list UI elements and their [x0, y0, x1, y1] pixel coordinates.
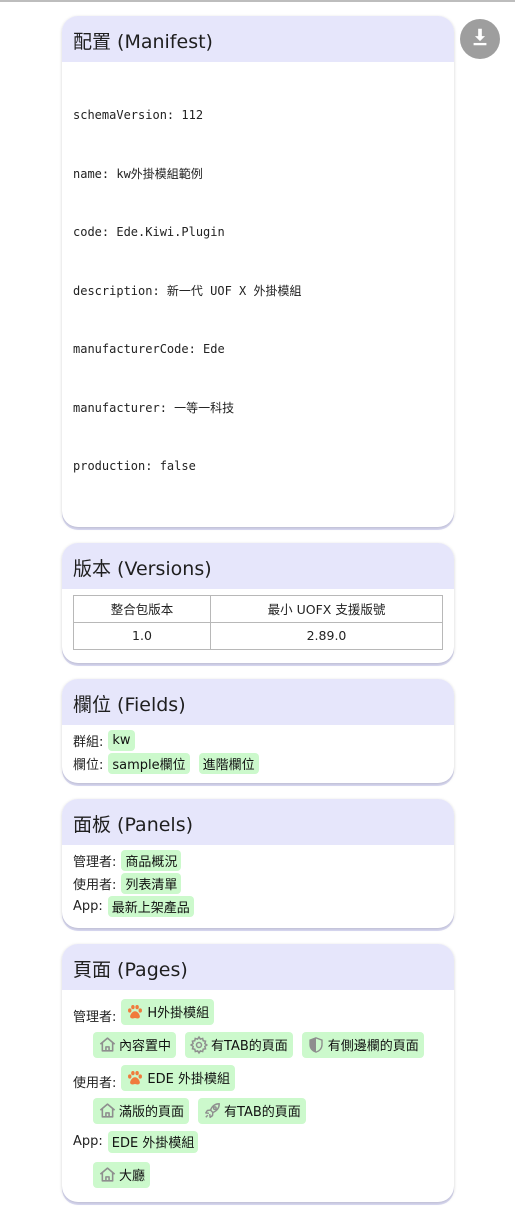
- field-chip[interactable]: 進階欄位: [198, 752, 259, 774]
- page-root-label: EDE 外掛模組: [111, 1136, 195, 1151]
- fields-card: 欄位 (Fields) 群組: kw 欄位: sample欄位 進階欄位: [62, 678, 454, 783]
- panel-chip[interactable]: 最新上架產品: [107, 895, 194, 917]
- page-admin-items: 內容置中 有TAB的頁面 有側邊欄的頁面: [73, 1031, 443, 1062]
- manifest-line: production: false: [73, 459, 196, 473]
- panel-admin-label: 管理者:: [73, 854, 117, 870]
- page-admin-label: 管理者:: [73, 1010, 117, 1025]
- table-cell: 2.89.0: [210, 621, 443, 650]
- home-icon: [96, 1164, 118, 1186]
- panel-chip[interactable]: 商品概況: [121, 849, 182, 871]
- panels-card: 面板 (Panels) 管理者: 商品概況 使用者: 列表清單 App: 最新上…: [62, 798, 454, 928]
- page-chip-label: 有TAB的頁面: [211, 1039, 288, 1054]
- page-chip[interactable]: 有TAB的頁面: [185, 1031, 293, 1058]
- pages-title: 頁面 (Pages): [62, 943, 454, 990]
- page-chip[interactable]: 內容置中: [93, 1031, 177, 1058]
- page-user-row: 使用者: EDE 外掛模組: [73, 1062, 443, 1094]
- page-chip[interactable]: 滿版的頁面: [93, 1097, 190, 1124]
- page-admin-row: 管理者: H外掛模組: [73, 996, 443, 1028]
- page-app-row: App: EDE 外掛模組: [73, 1128, 443, 1156]
- fields-title: 欄位 (Fields): [62, 678, 454, 725]
- page-chip-label: 有側邊欄的頁面: [327, 1039, 419, 1054]
- panel-user-row: 使用者: 列表清單: [73, 872, 443, 895]
- versions-card: 版本 (Versions) 整合包版本 最小 UOFX 支援版號 1.0 2.8…: [62, 542, 454, 663]
- pages-card: 頁面 (Pages) 管理者: H外掛模組 內容置中: [62, 943, 454, 1202]
- manifest-title: 配置 (Manifest): [62, 16, 454, 62]
- page-root-label: H外掛模組: [147, 1006, 210, 1021]
- table-row: 1.0 2.89.0: [73, 621, 443, 650]
- manifest-line: code: Ede.Kiwi.Plugin: [73, 225, 225, 239]
- page-chip-label: 有TAB的頁面: [224, 1105, 301, 1120]
- manifest-line: manufacturer: 一等一科技: [73, 400, 235, 415]
- group-label: 群組:: [73, 734, 104, 750]
- field-label: 欄位:: [73, 757, 104, 773]
- paw-icon: [124, 1067, 146, 1089]
- plugin-summary: 配置 (Manifest) schemaVersion: 112 name: k…: [62, 16, 454, 1218]
- page-chip-label: 內容置中: [119, 1039, 172, 1054]
- page-chip[interactable]: 有TAB的頁面: [198, 1097, 306, 1124]
- table-cell: 1.0: [73, 621, 211, 650]
- group-row: 群組: kw: [73, 729, 443, 752]
- home-icon: [96, 1034, 118, 1056]
- gear-icon: [188, 1034, 210, 1056]
- fields-body: 群組: kw 欄位: sample欄位 進階欄位: [62, 725, 454, 783]
- field-chip[interactable]: sample欄位: [108, 752, 190, 774]
- download-icon: [469, 26, 491, 52]
- manifest-card: 配置 (Manifest) schemaVersion: 112 name: k…: [62, 16, 454, 527]
- page-root-chip[interactable]: EDE 外掛模組: [107, 1130, 199, 1153]
- page-root-label: EDE 外掛模組: [147, 1072, 230, 1087]
- field-row: 欄位: sample欄位 進階欄位: [73, 752, 443, 775]
- page-chip-label: 滿版的頁面: [119, 1105, 185, 1120]
- page-root-chip[interactable]: EDE 外掛模組: [121, 1064, 235, 1091]
- table-header-row: 整合包版本 最小 UOFX 支援版號: [73, 594, 443, 623]
- panel-admin-row: 管理者: 商品概況: [73, 849, 443, 872]
- table-header: 最小 UOFX 支援版號: [210, 594, 443, 623]
- page-chip-label: 大廳: [119, 1169, 146, 1184]
- panel-chip[interactable]: 列表清單: [121, 872, 182, 894]
- page-chip[interactable]: 有側邊欄的頁面: [301, 1031, 424, 1058]
- manifest-line: manufacturerCode: Ede: [73, 342, 225, 356]
- page-app-items: 大廳: [73, 1161, 443, 1192]
- group-chip[interactable]: kw: [108, 729, 135, 751]
- page-user-label: 使用者:: [73, 1076, 117, 1091]
- manifest-line: schemaVersion: 112: [73, 108, 204, 122]
- manifest-line: name: kw外掛模組範例: [73, 166, 203, 181]
- download-button[interactable]: [460, 19, 500, 59]
- paw-icon: [124, 1001, 146, 1023]
- rocket-icon: [201, 1100, 223, 1122]
- shield-icon: [305, 1034, 327, 1056]
- manifest-line: description: 新一代 UOF X 外掛模組: [73, 283, 302, 298]
- versions-body: 整合包版本 最小 UOFX 支援版號 1.0 2.89.0: [62, 589, 454, 663]
- panels-title: 面板 (Panels): [62, 798, 454, 845]
- panel-app-label: App:: [73, 898, 103, 914]
- page-app-label: App:: [73, 1134, 103, 1149]
- versions-table: 整合包版本 最小 UOFX 支援版號 1.0 2.89.0: [73, 594, 443, 650]
- panel-user-label: 使用者:: [73, 877, 117, 893]
- versions-title: 版本 (Versions): [62, 542, 454, 589]
- home-icon: [96, 1100, 118, 1122]
- pages-body: 管理者: H外掛模組 內容置中: [62, 990, 454, 1202]
- page-chip[interactable]: 大廳: [93, 1161, 151, 1188]
- manifest-body: schemaVersion: 112 name: kw外掛模組範例 code: …: [62, 62, 454, 527]
- page-user-items: 滿版的頁面 有TAB的頁面: [73, 1097, 443, 1128]
- table-header: 整合包版本: [73, 594, 211, 623]
- panel-app-row: App: 最新上架產品: [73, 895, 443, 918]
- page-root-chip[interactable]: H外掛模組: [121, 998, 215, 1025]
- panels-body: 管理者: 商品概況 使用者: 列表清單 App: 最新上架產品: [62, 845, 454, 928]
